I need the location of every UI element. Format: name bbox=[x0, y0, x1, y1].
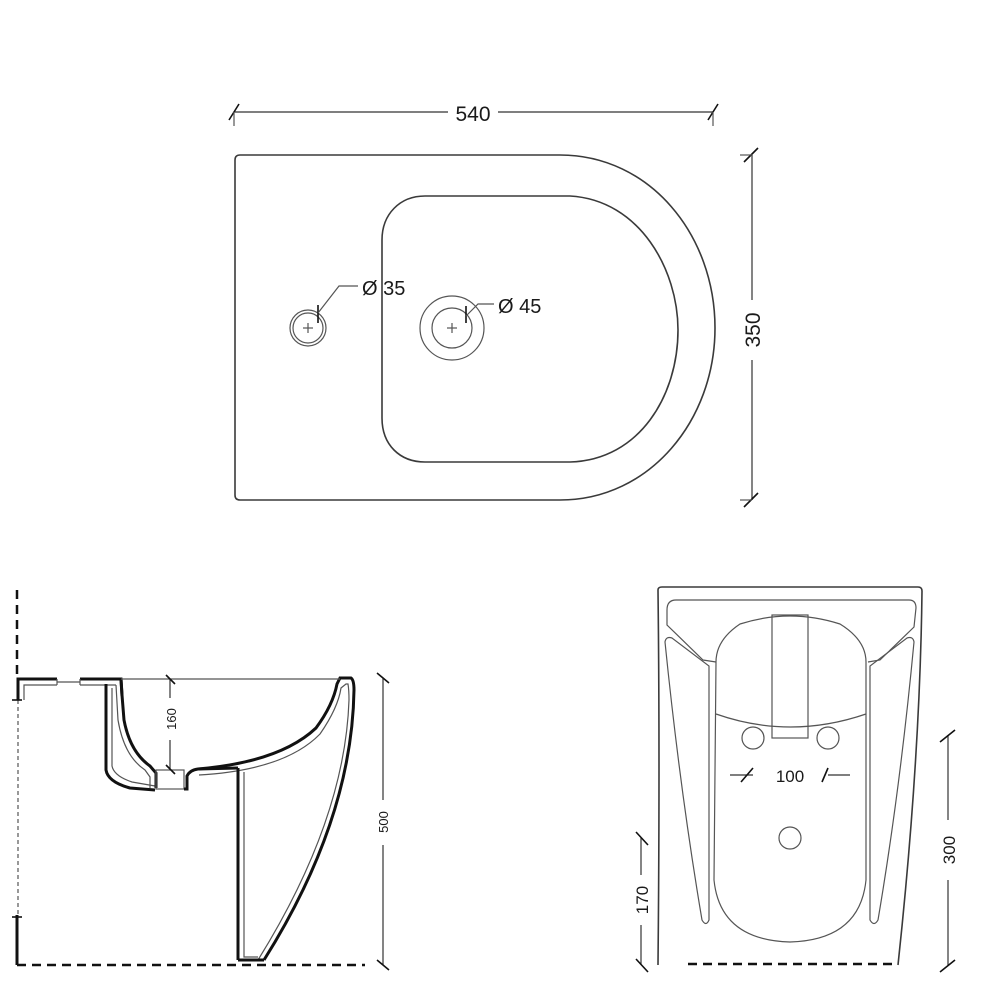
height-dimension: 500 bbox=[376, 672, 391, 971]
rear-bowl-outline bbox=[713, 615, 867, 943]
top-bowl-outline bbox=[381, 195, 679, 463]
left-height-label: 170 bbox=[633, 886, 652, 914]
side-view: 160 500 bbox=[12, 590, 391, 971]
width-label: 540 bbox=[455, 103, 490, 126]
hole-45-label: Ø 45 bbox=[498, 296, 541, 318]
height-label: 500 bbox=[376, 811, 391, 833]
bowl-depth-dimension: 160 bbox=[164, 674, 179, 775]
drain-hole-45: Ø 45 bbox=[419, 295, 541, 361]
right-height-dimension: 300 bbox=[939, 729, 959, 973]
rear-outer-outline bbox=[657, 586, 923, 966]
left-height-dimension: 170 bbox=[633, 831, 652, 973]
right-height-label: 300 bbox=[940, 836, 959, 864]
top-outer-outline bbox=[234, 154, 716, 501]
inlet-spacing-label: 100 bbox=[776, 767, 804, 786]
depth-label: 350 bbox=[742, 312, 765, 347]
tap-hole-35: Ø 35 bbox=[289, 278, 405, 347]
bowl-depth-label: 160 bbox=[164, 708, 179, 730]
rear-view: 100 300 170 bbox=[633, 586, 959, 973]
inlet-spacing-dimension: 100 bbox=[730, 767, 850, 786]
depth-dimension: 350 bbox=[740, 147, 765, 508]
width-dimension: 540 bbox=[228, 103, 719, 126]
hole-35-label: Ø 35 bbox=[362, 278, 405, 300]
top-view: 540 Ø 35 Ø 45 bbox=[228, 103, 765, 508]
